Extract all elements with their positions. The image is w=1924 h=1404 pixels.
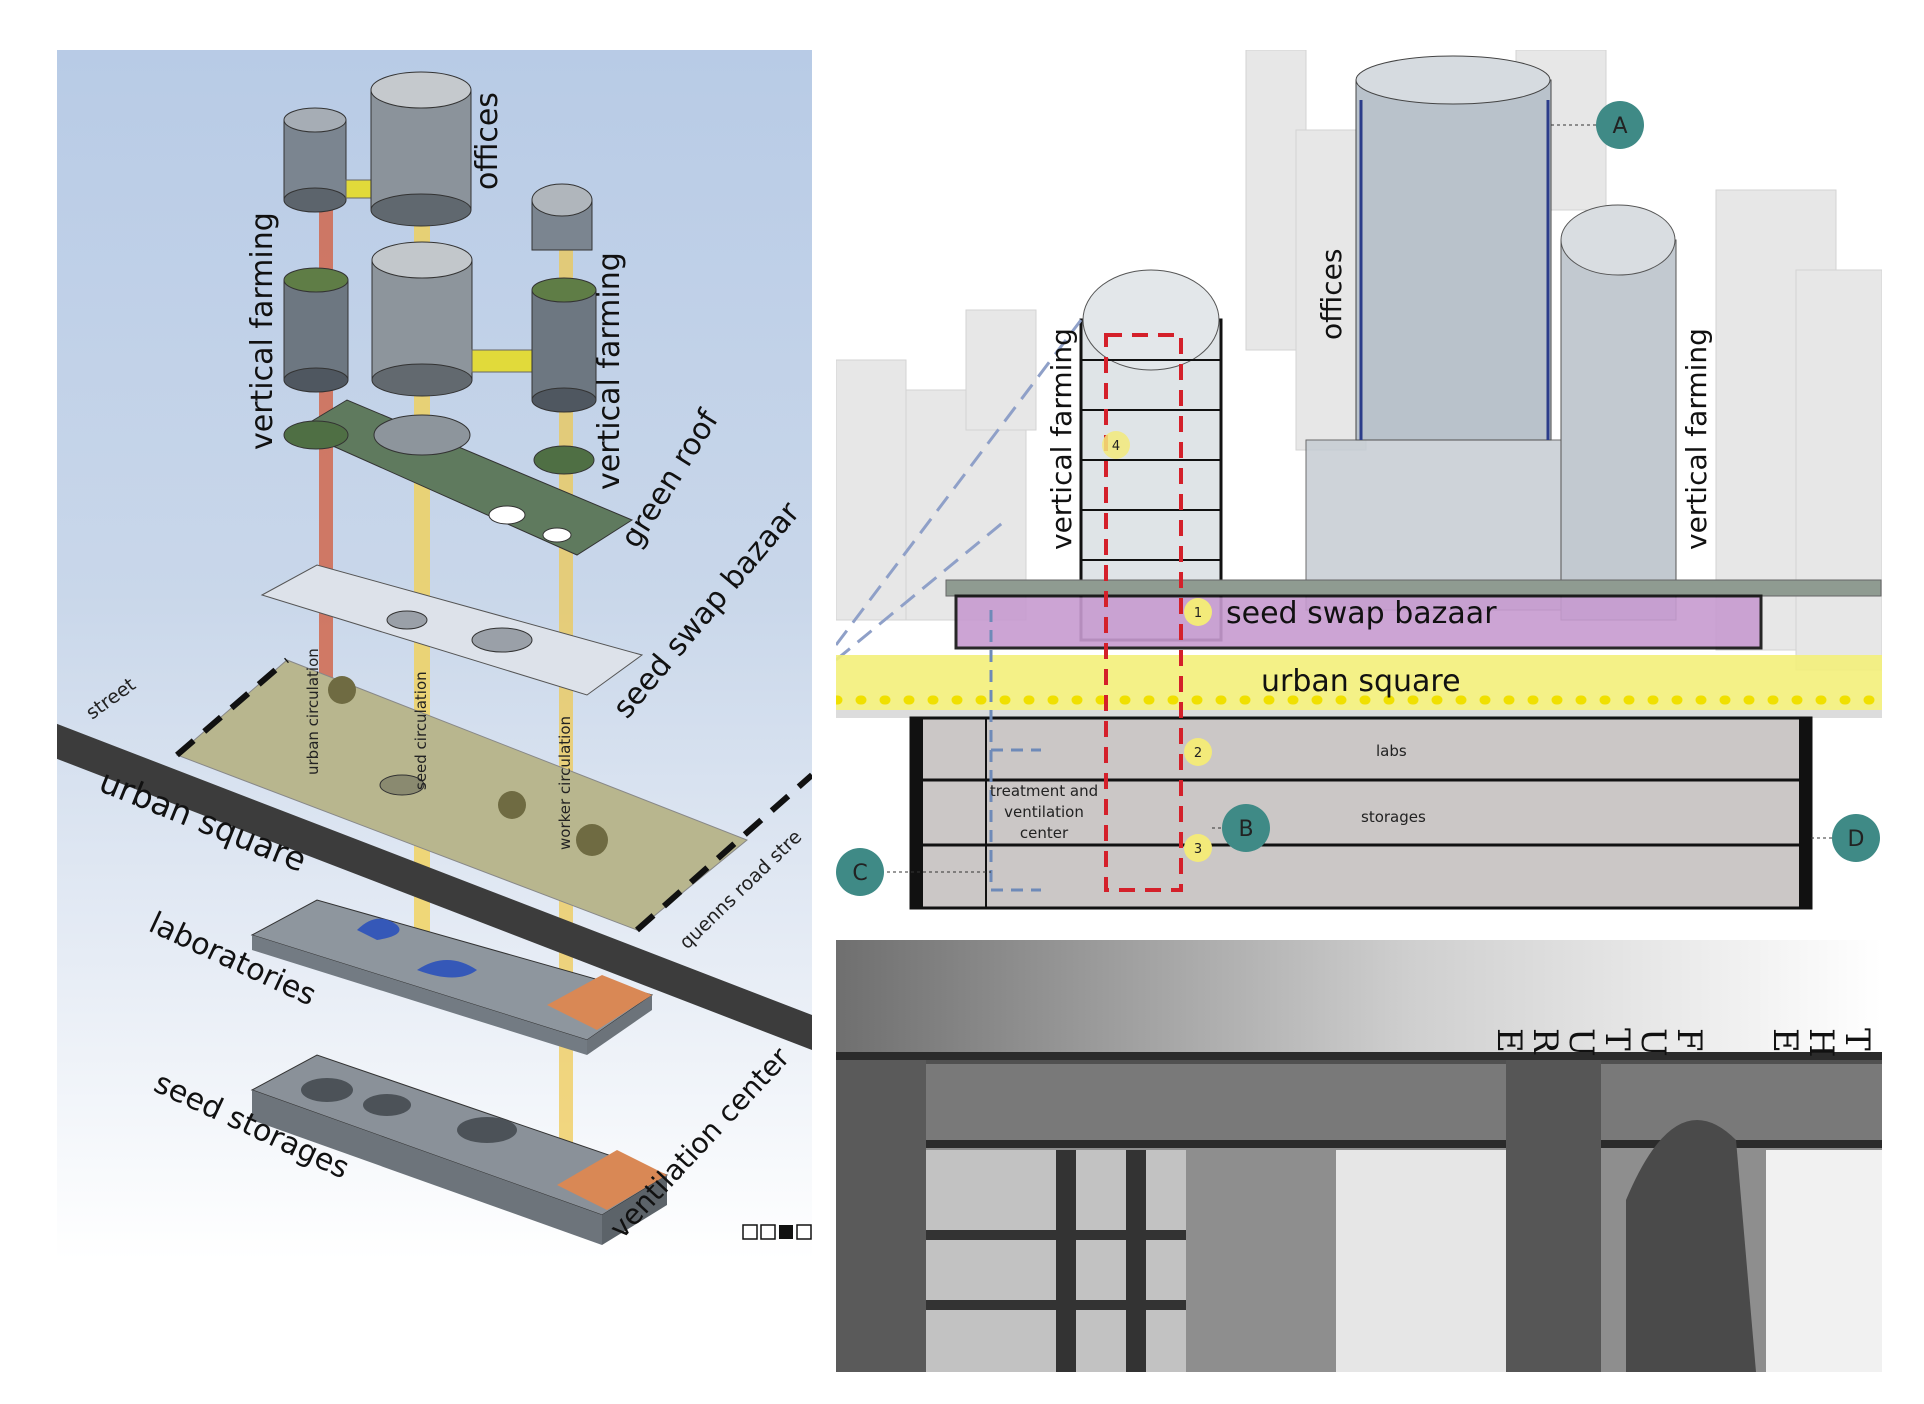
offices-cylinder (370, 71, 472, 227)
letter-r: R (1525, 1028, 1565, 1055)
step-4: 4 (1112, 439, 1120, 454)
axo-seed-circulation-label: seed circulation (412, 671, 430, 790)
step-markers: 4 1 2 3 (1102, 431, 1212, 862)
page-indicator (742, 1224, 812, 1240)
lab-blue-zone-2 (417, 960, 477, 978)
axo-worker-circulation-label: worker circulation (556, 716, 574, 850)
marker-a: A (1551, 101, 1644, 149)
section-treatment-line2: ventilation (1004, 803, 1084, 821)
top-cylinder-left (283, 107, 347, 213)
lab-blue-zone-1 (357, 918, 400, 940)
section-drawing: 4 1 2 3 A B C D vertical farming offices… (836, 50, 1882, 910)
green-roof-slab (295, 399, 634, 556)
background-city (836, 50, 1882, 671)
section-treatment-line1: treatment and (990, 782, 1098, 800)
street-band (57, 723, 812, 1050)
letter-t1: T (1837, 1028, 1877, 1051)
axo-vertical-farming-left-label: vertical farming (245, 212, 280, 450)
future-photo: T H E F U T U R E (836, 940, 1882, 1372)
urban-square-ground (176, 659, 748, 931)
marker-b: B (1212, 804, 1270, 852)
letter-e2: E (1489, 1028, 1529, 1053)
axo-vertical-farming-right-label: vertical farming (592, 252, 627, 490)
farming-tower-right (1560, 204, 1677, 621)
axo-offices-label: offices (470, 92, 505, 190)
lab-orange-zone (547, 975, 652, 1030)
svg-text:D: D (1848, 827, 1865, 852)
axo-street-label: street (82, 674, 140, 724)
section-offices-label: offices (1315, 249, 1348, 340)
axonometric-diagram: offices vertical farming vertical farmin… (57, 50, 812, 1260)
photo-sky-fade (836, 940, 1882, 1060)
section-urban-square-label: urban square (1261, 664, 1461, 699)
step-1: 1 (1194, 606, 1202, 621)
photo-svg: T H E F U T U R E (836, 940, 1882, 1372)
letter-t2: T (1597, 1028, 1637, 1051)
section-seed-swap-bazaar-label: seed swap bazaar (1226, 596, 1497, 631)
svg-text:A: A (1612, 114, 1627, 139)
letter-f: F (1669, 1028, 1709, 1052)
axo-urban-circulation-label: urban circulation (304, 648, 322, 775)
step-3: 3 (1194, 842, 1202, 857)
storage-orange-zone (557, 1150, 667, 1210)
marker-d: D (1811, 814, 1880, 862)
section-labs-label: labs (1376, 742, 1407, 760)
svg-text:B: B (1238, 817, 1253, 842)
axonometric-svg: offices vertical farming vertical farmin… (57, 71, 812, 1245)
letter-h: H (1801, 1028, 1841, 1058)
svg-text:C: C (852, 861, 867, 886)
the-future-lettering: T H E F U T U R E (1489, 1028, 1877, 1058)
letter-u1: U (1633, 1028, 1673, 1057)
axo-green-roof-label: green roof (614, 403, 727, 554)
farming-cylinder-right (531, 277, 597, 413)
letter-u2: U (1561, 1028, 1601, 1057)
bazaar-slab (260, 564, 644, 696)
section-vertical-farming-right-label: vertical farming (1680, 328, 1713, 550)
section-svg: 4 1 2 3 A B C D vertical farming offices… (836, 50, 1882, 910)
section-vertical-farming-left-label: vertical farming (1045, 328, 1078, 550)
letter-e1: E (1765, 1028, 1805, 1053)
section-bazaar-band (954, 594, 1763, 650)
top-cylinder-right (531, 183, 593, 251)
section-treatment-line3: center (1020, 824, 1069, 842)
section-storages-label: storages (1361, 808, 1426, 826)
farming-cylinder-left (283, 267, 349, 393)
red-circulation-route (1104, 333, 1183, 892)
seed-cylinder-middle (371, 241, 473, 397)
axo-ventilation-center-label: ventilation center (603, 1041, 797, 1245)
step-2: 2 (1194, 746, 1202, 761)
marker-c: C (836, 848, 991, 896)
